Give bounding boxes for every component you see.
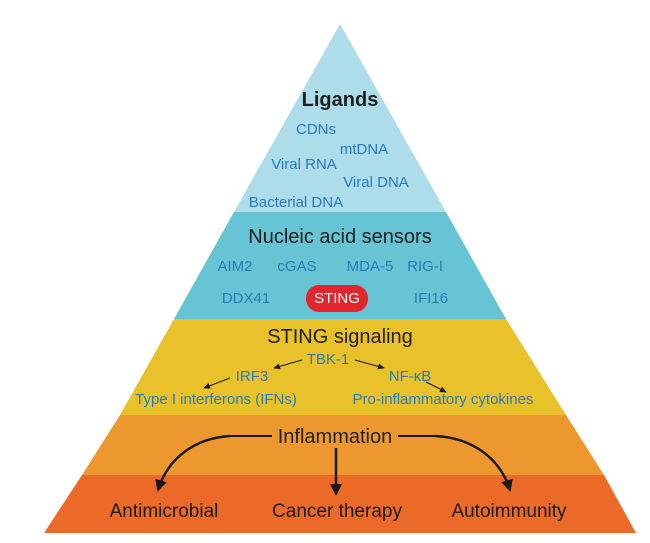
arrow-to-antimicrobial [155,434,231,492]
ligand-cdns: CDNs [296,121,336,138]
signaling-title: STING signaling [267,326,413,348]
nfkb-to-cytokine-arrow [425,381,447,393]
ligand-viral-dna: Viral DNA [343,174,409,191]
sensor-rig1: RIG-I [407,258,443,275]
nfkb-label: NF-κB [389,368,432,385]
sensors-title: Nucleic acid sensors [248,226,431,248]
ligand-viral-rna: Viral RNA [271,156,337,173]
outcome-cancer-therapy: Cancer therapy [272,501,402,522]
outcome-autoimmunity: Autoimmunity [451,501,567,522]
irf3-to-ifn-arrow [203,377,231,389]
ligands-title: Ligands [302,89,379,111]
signaling-tier [120,319,566,415]
tbk1-label: TBK-1 [307,351,350,368]
type1-ifn-label: Type I interferons (IFNs) [135,391,297,408]
arrow-to-autoimmunity [435,434,513,492]
sensor-ifi16: IFI16 [414,290,448,307]
sensors-tier [174,212,506,319]
inflammation-title: Inflammation [278,426,393,448]
sensor-aim2: AIM2 [217,258,252,275]
ligand-bacterial-dna: Bacterial DNA [249,194,343,211]
sting-badge [306,285,368,312]
sensor-mda5: MDA-5 [347,258,394,275]
outcome-antimicrobial: Antimicrobial [110,501,219,522]
proinflammatory-label: Pro-inflammatory cytokines [353,391,534,408]
sting-label: STING [314,290,360,307]
tbk1-to-nfkb-arrow [354,359,385,370]
irf3-label: IRF3 [236,368,269,385]
tbk1-to-irf3-arrow [273,359,303,370]
ligands-tier [234,24,446,212]
sensor-ddx41: DDX41 [222,290,270,307]
inflammation-tier [82,415,604,475]
sensor-cgas: cGAS [277,258,316,275]
outcomes-tier [44,475,636,533]
ligand-mtdna: mtDNA [340,141,388,158]
